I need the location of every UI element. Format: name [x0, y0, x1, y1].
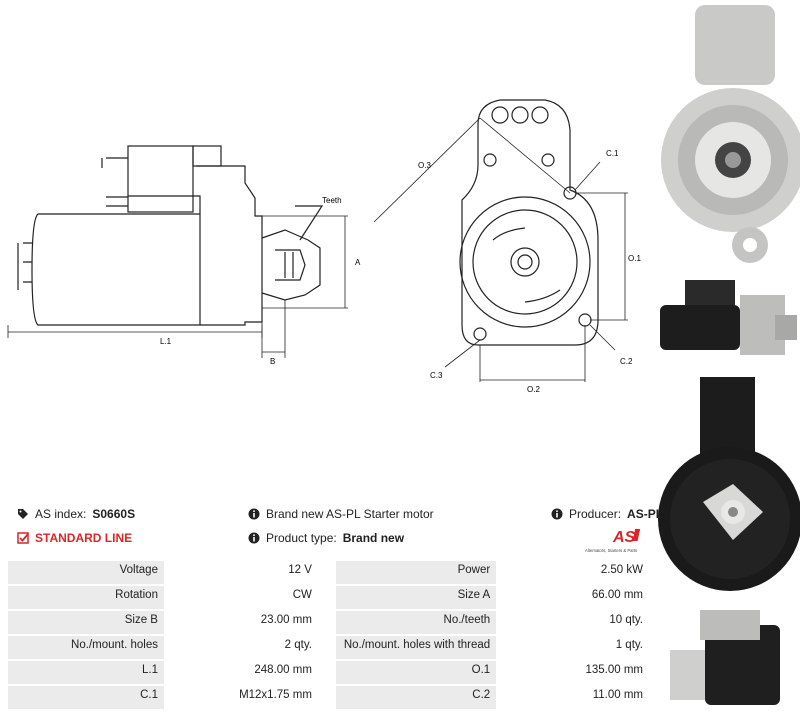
- label-o1: O.1: [628, 254, 641, 263]
- column-gap: [317, 561, 336, 584]
- product-photo-rear: [658, 377, 800, 591]
- as-index-value: S0660S: [92, 507, 136, 521]
- tag-icon: [18, 509, 28, 519]
- product-photo-front: [661, 5, 800, 263]
- checkbox-icon: [17, 532, 29, 544]
- spec-value: CW: [163, 586, 318, 609]
- spec-label: C.1: [8, 686, 164, 709]
- description-text: Brand new AS-PL Starter motor: [266, 507, 434, 521]
- housing-circle: [459, 196, 591, 328]
- spec-value: 12 V: [163, 561, 318, 584]
- spec-label: Voltage: [8, 561, 164, 584]
- spec-label: No./mount. holes: [8, 636, 164, 659]
- solenoid-outline: [127, 145, 194, 213]
- spec-value: 135.00 mm: [496, 661, 649, 684]
- spec-value: 66.00 mm: [496, 586, 649, 609]
- svg-text:Alternators, Starters & Parts: Alternators, Starters & Parts: [585, 548, 637, 553]
- as-index-label: AS index:: [35, 507, 87, 521]
- spec-value: 1 qty.: [496, 636, 649, 659]
- spec-label: No./mount. holes with thread: [335, 636, 497, 659]
- spec-label: O.1: [335, 661, 497, 684]
- technical-drawing: Teeth A B L.1 O.3 O.1 O.2 C.1 C.2 C.3: [7, 99, 641, 394]
- line-badge: STANDARD LINE: [17, 531, 132, 545]
- spec-label: Rotation: [8, 586, 164, 609]
- description: Brand new AS-PL Starter motor: [248, 507, 434, 521]
- column-gap: [317, 611, 336, 634]
- label-b: B: [270, 357, 275, 366]
- info-icon: [248, 508, 260, 520]
- spec-label: Size A: [335, 586, 497, 609]
- spec-label: L.1: [8, 661, 164, 684]
- column-gap: [317, 661, 336, 684]
- spec-label: No./teeth: [335, 611, 497, 634]
- column-gap: [317, 636, 336, 659]
- spec-value: 248.00 mm: [163, 661, 318, 684]
- label-l1: L.1: [160, 337, 172, 346]
- as-pl-logo: AS Alternators, Starters & Parts: [585, 529, 641, 553]
- spec-value: 11.00 mm: [496, 686, 649, 709]
- motor-body-outline: [31, 213, 201, 326]
- spec-value: 2.50 kW: [496, 561, 649, 584]
- product-photo-side: [660, 280, 797, 355]
- spec-value: 10 qty.: [496, 611, 649, 634]
- producer-value: AS-PL: [627, 507, 664, 521]
- spec-label: C.2: [335, 686, 497, 709]
- as-index: AS index: S0660S: [17, 507, 135, 521]
- column-gap: [317, 686, 336, 709]
- product-type: Product type: Brand new: [248, 531, 404, 545]
- line-label: STANDARD LINE: [35, 531, 133, 545]
- producer-label: Producer:: [569, 507, 622, 521]
- product-type-value: Brand new: [342, 531, 405, 545]
- svg-text:AS: AS: [612, 529, 636, 546]
- flange-outline: [461, 99, 599, 346]
- product-photo-angle: [670, 610, 780, 705]
- label-teeth: Teeth: [322, 196, 342, 205]
- label-c3: C.3: [430, 371, 443, 380]
- producer: Producer: AS-PL: [551, 507, 663, 521]
- spec-label: Power: [335, 561, 497, 584]
- info-icon: [551, 508, 563, 520]
- label-o2: O.2: [527, 385, 540, 394]
- spec-value: 2 qty.: [163, 636, 318, 659]
- product-type-label: Product type:: [266, 531, 337, 545]
- column-gap: [317, 586, 336, 609]
- pinion-outline: [261, 229, 321, 301]
- label-c1: C.1: [606, 149, 619, 158]
- label-a: A: [355, 258, 361, 267]
- spec-label: Size B: [8, 611, 164, 634]
- spec-value: 23.00 mm: [163, 611, 318, 634]
- label-c2: C.2: [620, 357, 633, 366]
- spec-value: M12x1.75 mm: [163, 686, 318, 709]
- label-o3: O.3: [418, 161, 431, 170]
- info-icon: [248, 532, 260, 544]
